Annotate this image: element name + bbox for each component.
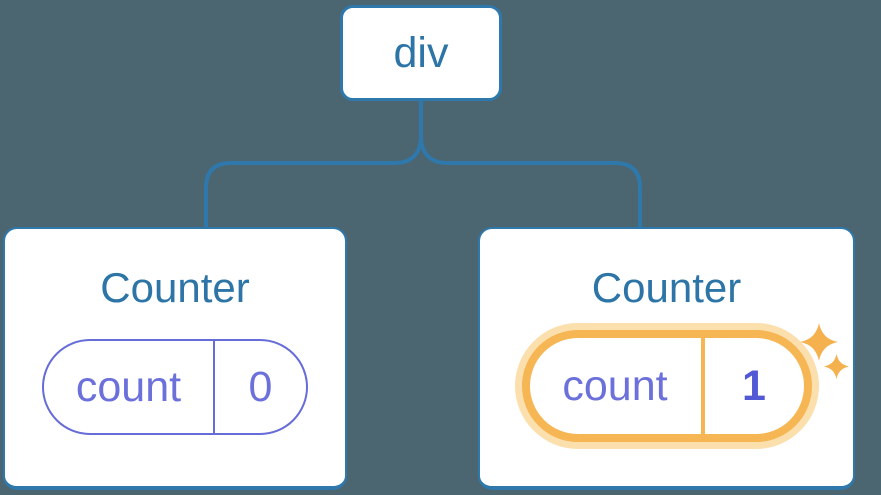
- state-value: 0: [248, 362, 273, 411]
- connector-right-branch: [419, 99, 642, 229]
- state-key-label: count: [530, 338, 705, 435]
- tree-root-node: div: [340, 5, 502, 101]
- state-key-label: count: [44, 341, 215, 434]
- root-node-label: div: [393, 28, 449, 77]
- state-pill-highlighted: count 1: [521, 330, 812, 443]
- component-card-counter-right: Counter count 1: [478, 227, 855, 490]
- state-pill: count 0: [42, 339, 308, 436]
- component-card-counter-left: Counter count 0: [3, 227, 347, 490]
- sparkle-small-icon: [824, 354, 849, 379]
- component-title: Counter: [591, 264, 742, 311]
- component-title: Counter: [100, 264, 250, 311]
- connector-left-branch: [204, 99, 423, 229]
- state-value: 1: [742, 361, 766, 410]
- sparkle-large-icon: [800, 323, 838, 361]
